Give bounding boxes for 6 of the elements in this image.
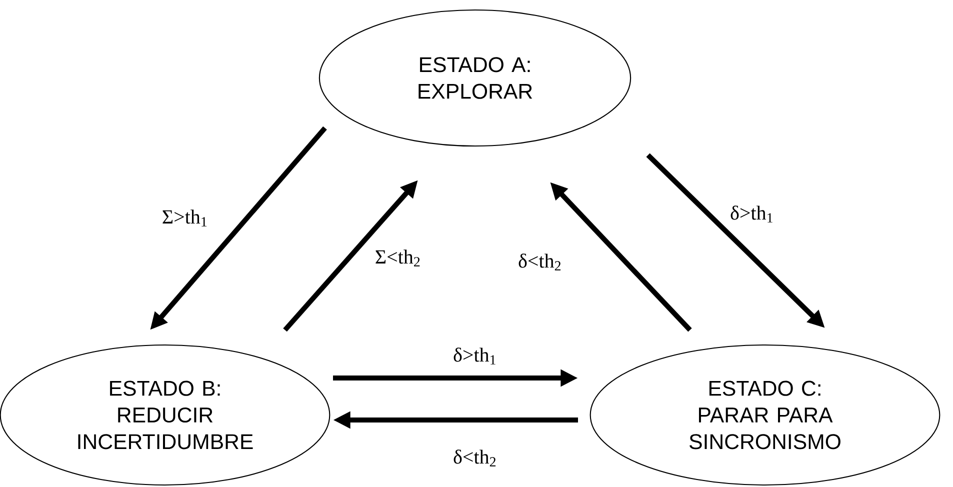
edge-label: δ>th$_{1}$ (452, 346, 498, 366)
edge-label: Σ>th$_{1}$ (160, 208, 210, 228)
edge-label: δ<th$_{2}$ (516, 252, 564, 272)
edge-label: δ<th$_{2}$ (452, 448, 498, 468)
edge-label: Σ<th$_{2}$ (374, 248, 422, 268)
edge-label: δ>th$_{1}$ (728, 204, 776, 224)
